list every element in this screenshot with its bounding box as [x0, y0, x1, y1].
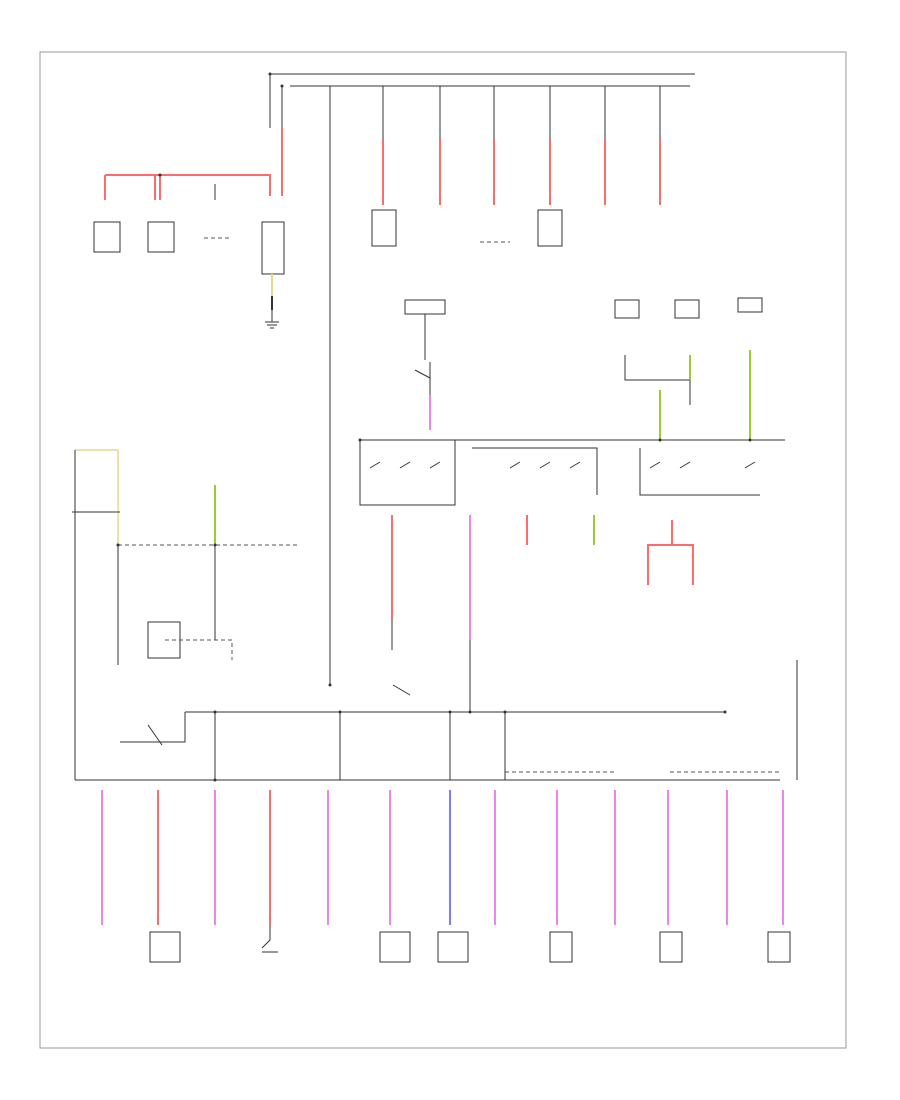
middle-branches	[391, 515, 694, 712]
diagram-frame	[39, 51, 847, 1049]
fuse-box-1	[93, 221, 121, 253]
fuse-box-2	[147, 221, 175, 253]
bottom-components	[149, 925, 791, 963]
top-power-bus	[269, 73, 695, 128]
relay-components-right	[614, 297, 763, 440]
ignition-switch-area	[359, 299, 785, 506]
bottom-drops	[101, 790, 784, 925]
battery-component	[261, 221, 285, 275]
top-fused-branches	[329, 86, 661, 685]
battery-feed	[93, 128, 285, 329]
left-side-switch	[72, 449, 300, 780]
junction-dots	[116, 72, 752, 782]
lower-distribution-bus	[75, 660, 798, 781]
